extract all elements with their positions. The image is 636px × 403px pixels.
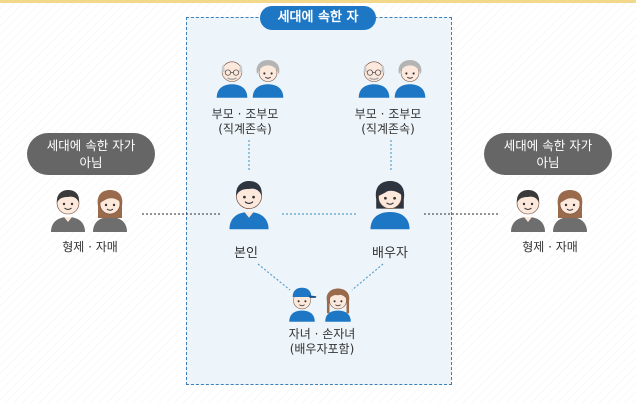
grandfather-icon bbox=[357, 61, 391, 98]
self-man-icon bbox=[228, 180, 270, 231]
parents-label-line: 부모 · 조부모 bbox=[211, 107, 279, 121]
connectors bbox=[142, 140, 500, 291]
boy-icon bbox=[288, 287, 317, 323]
non-household-line: 아님 bbox=[79, 155, 103, 170]
siblings-right-label: 형제 · 자매 bbox=[522, 240, 578, 254]
self-label: 본인 bbox=[234, 246, 258, 261]
sibling-man-icon bbox=[50, 189, 86, 233]
parents-label-sub: (직계존속) bbox=[218, 122, 272, 136]
children-label: 자녀 · 손자녀 (배우자포함) bbox=[262, 327, 382, 357]
non-household-line: 세대에 속한 자가 bbox=[503, 138, 593, 153]
connector-spouse-children bbox=[351, 263, 384, 291]
parents-label-sub: (직계존속) bbox=[361, 122, 415, 136]
parents-label-line: 부모 · 조부모 bbox=[354, 107, 422, 121]
grandmother-icon bbox=[252, 59, 284, 98]
household-title: 세대에 속한 자 bbox=[260, 6, 376, 30]
siblings-left-label: 형제 · 자매 bbox=[62, 240, 118, 254]
grandfather-icon bbox=[215, 61, 249, 98]
parents-right-label: 부모 · 조부모 (직계존속) bbox=[328, 107, 448, 137]
spouse-woman-icon bbox=[369, 180, 411, 231]
sibling-woman-icon bbox=[552, 189, 588, 233]
girl-icon bbox=[324, 288, 352, 323]
children-label-line: 자녀 · 손자녀 bbox=[288, 327, 356, 341]
non-household-line: 아님 bbox=[536, 155, 560, 170]
grandmother-icon bbox=[394, 59, 426, 98]
non-household-label-left: 세대에 속한 자가 아님 bbox=[27, 133, 155, 175]
parents-left-label: 부모 · 조부모 (직계존속) bbox=[185, 107, 305, 137]
connector-self-children bbox=[257, 263, 291, 291]
spouse-label: 배우자 bbox=[372, 246, 408, 261]
top-border bbox=[0, 0, 636, 3]
children-label-sub: (배우자포함) bbox=[289, 342, 355, 356]
sibling-woman-icon bbox=[92, 189, 128, 233]
non-household-label-right: 세대에 속한 자가 아님 bbox=[484, 133, 612, 175]
sibling-man-icon bbox=[510, 189, 546, 233]
non-household-line: 세대에 속한 자가 bbox=[46, 138, 136, 153]
